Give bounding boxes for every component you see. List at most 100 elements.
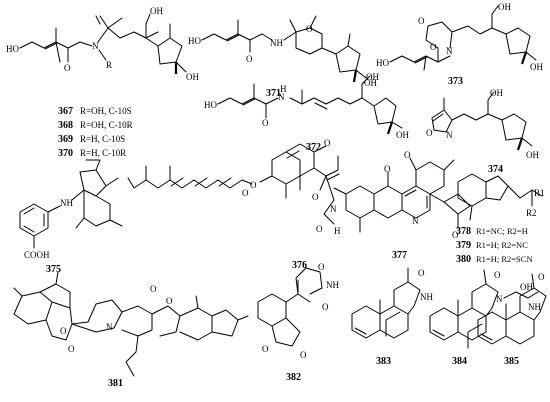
structure-382: O NH O O O [257, 262, 339, 360]
structure-384: O N OH [385, 269, 539, 341]
atom-h: H [280, 84, 287, 94]
label-382: 382 [286, 372, 301, 383]
atom-o: O [430, 42, 437, 52]
atom-n: N [278, 92, 285, 102]
atom-oh: OH [186, 72, 199, 82]
structure-381: O O N O O [13, 271, 249, 377]
note-370: R=H, C-10R [80, 148, 126, 158]
atom-n: N [106, 322, 113, 332]
label-371: 371 [266, 88, 281, 99]
atom-o: O [150, 284, 157, 294]
atom-o: O [404, 150, 411, 160]
atom-n: N [446, 130, 453, 140]
structure-376: O O O O O H N [127, 138, 341, 236]
structure-375: NH COOH [19, 159, 123, 260]
atom-o: O [452, 230, 459, 240]
atom-o: O [494, 270, 501, 280]
atom-n: N [92, 41, 99, 51]
label-380: 380 [456, 254, 471, 265]
atom-oh: OH [396, 130, 409, 140]
atom-o: O [262, 118, 269, 128]
atom-o: O [322, 302, 329, 312]
atom-o: O [64, 63, 71, 73]
atom-o: O [312, 192, 319, 202]
note-369: R=H, C-10S [80, 134, 125, 144]
atom-o: O [426, 128, 433, 138]
label-377: 377 [392, 250, 407, 261]
label-367: 367 [58, 106, 73, 117]
atom-n: N [496, 294, 503, 304]
note-367: R=OH, C-10S [80, 106, 132, 116]
label-369: 369 [58, 134, 73, 145]
structure-378-380: R1 R2 [457, 173, 545, 221]
structure-385: O NH [467, 272, 547, 349]
label-385: 385 [504, 356, 519, 367]
atom-n: N [446, 46, 453, 56]
structure-371: HO O NH O OH [188, 15, 377, 88]
label-372: 372 [306, 142, 321, 153]
atom-oh: OH [498, 2, 511, 12]
atom-oh: OH [520, 282, 533, 292]
label-384: 384 [452, 356, 467, 367]
atom-nh: NH [326, 280, 339, 290]
note-368: R=OH, C-10R [80, 120, 133, 130]
atom-oh: OH [530, 62, 543, 72]
atom-h: H [334, 226, 341, 236]
label-379: 379 [456, 240, 471, 251]
atom-o: O [418, 268, 425, 278]
label-370: 370 [58, 148, 73, 159]
atom-o: O [300, 350, 307, 360]
structure-372: HO O N H OH OH [204, 72, 409, 140]
atom-o: O [166, 296, 173, 306]
atom-n: N [330, 204, 337, 214]
atom-oh: OH [366, 72, 379, 82]
label-375: 375 [46, 264, 61, 275]
label-378: 378 [456, 226, 471, 237]
atom-o: O [262, 344, 269, 354]
atom-o: O [246, 54, 253, 64]
label-376: 376 [292, 260, 307, 271]
atom-o: O [242, 188, 249, 198]
atom-ho: HO [204, 100, 217, 110]
label-383: 383 [376, 356, 391, 367]
structure-373: HO O N O OH OH [376, 2, 543, 72]
atom-nh: NH [420, 292, 433, 302]
atom-r1: R1 [534, 188, 545, 198]
atom-o: O [60, 326, 67, 336]
label-368: 368 [58, 120, 73, 131]
structure-367-370: HO O N R OH OH [6, 6, 199, 82]
atom-oh: OH [526, 150, 539, 160]
atom-o: O [384, 164, 391, 174]
label-381: 381 [108, 378, 123, 389]
atom-oh: OH [490, 88, 503, 98]
atom-cooh: COOH [24, 250, 50, 260]
atom-o: O [250, 180, 257, 190]
atom-o: O [418, 16, 425, 26]
label-373: 373 [448, 76, 463, 87]
atom-r2: R2 [526, 208, 537, 218]
atom-o: O [318, 262, 325, 272]
structure-383: O NH [351, 267, 433, 339]
atom-ho: HO [6, 44, 19, 54]
atom-nh: NH [528, 302, 541, 312]
atom-ho: HO [188, 36, 201, 46]
atom-r: R [106, 60, 112, 70]
atom-o: O [316, 224, 323, 234]
atom-n: N [412, 216, 419, 226]
label-374: 374 [488, 164, 503, 175]
note-378: R1=NC; R2=H [476, 226, 528, 236]
atom-o: O [538, 272, 545, 282]
structure-374: O N OH OH [426, 88, 539, 160]
atom-nh: NH [60, 198, 73, 208]
atom-oh: OH [150, 6, 163, 16]
note-380: R1=H; R2=SCN [476, 254, 533, 264]
atom-o: O [68, 344, 75, 354]
atom-o: O [324, 138, 331, 148]
atom-nh: NH [270, 38, 283, 48]
atom-oh: OH [364, 78, 377, 88]
atom-o: O [306, 24, 313, 34]
structure-377: O N O O [333, 150, 471, 240]
note-379: R1=H; R2=NC [476, 240, 528, 250]
atom-ho: HO [376, 58, 389, 68]
